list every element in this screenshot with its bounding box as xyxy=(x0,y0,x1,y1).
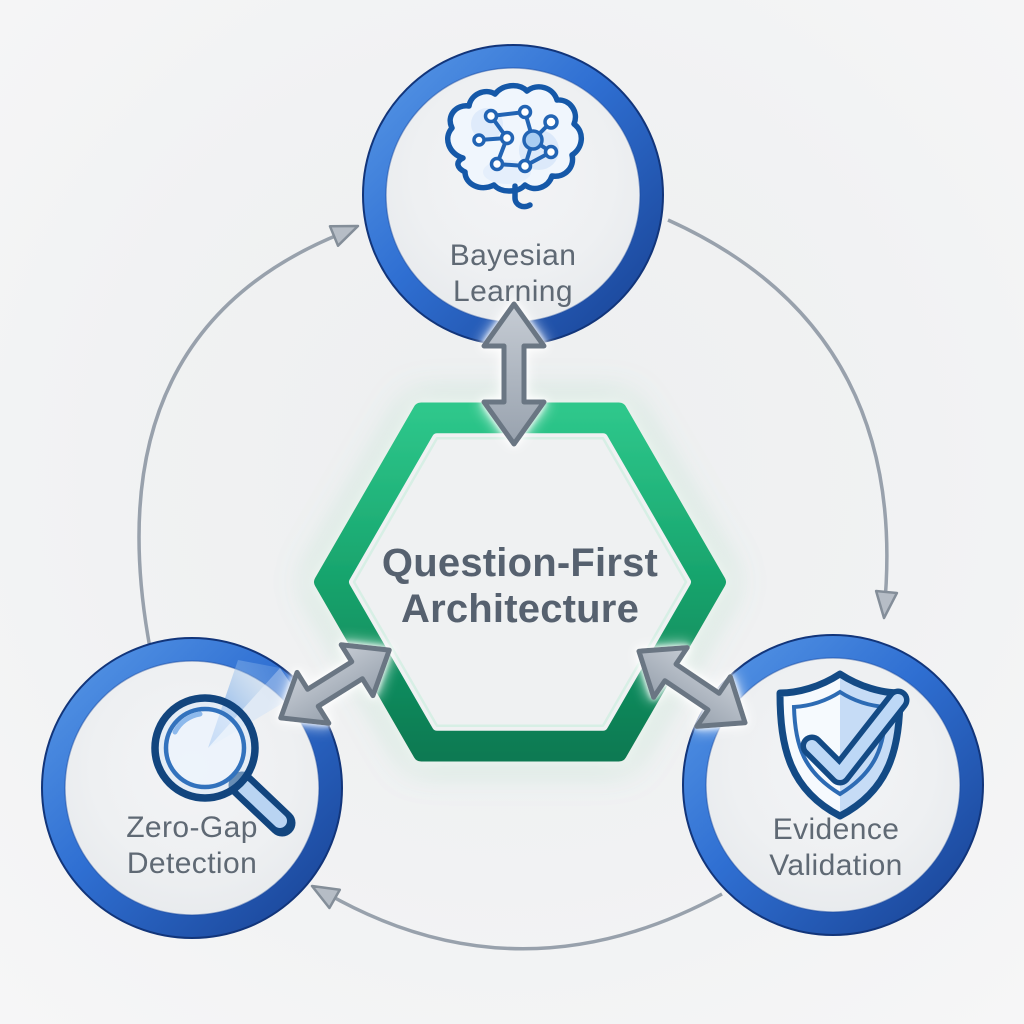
node-label-zero-gap-detection: Zero-Gap Detection xyxy=(126,811,258,880)
check-fill xyxy=(806,694,904,780)
brain-icon xyxy=(445,83,584,210)
arrowhead-to-evidence xyxy=(874,589,899,620)
brain-stem xyxy=(512,183,533,210)
cycle-arcs xyxy=(137,218,889,951)
brain-network-nodes xyxy=(472,104,559,174)
shield-check-icon xyxy=(776,670,910,820)
node-label-bayesian-learning: Bayesian Learning xyxy=(449,239,577,308)
hexagon-shape xyxy=(314,402,726,762)
magnifier-lens-inner xyxy=(163,706,247,790)
arrowhead-to-zerogap xyxy=(310,884,342,910)
arc-evidence-to-zerogap xyxy=(325,891,723,951)
arrow-hexagon-evidence xyxy=(636,645,748,729)
magnifier-handle-fill xyxy=(237,780,287,828)
bidirectional-arrows xyxy=(278,301,748,729)
cycle-arrowheads xyxy=(310,224,899,910)
hexagon-inner-highlight xyxy=(352,436,688,728)
magnifier-icon xyxy=(151,660,298,837)
arrow-hexagon-zerogap xyxy=(278,642,392,726)
arrow-hexagon-bayesian xyxy=(481,301,547,447)
arc-zerogap-to-bayesian xyxy=(137,232,341,649)
hexagon-title: Question-First Architecture xyxy=(381,541,659,631)
ring-inner-zerogap xyxy=(64,660,320,916)
arc-bayesian-to-evidence xyxy=(667,218,889,613)
node-label-evidence-validation: Evidence Validation xyxy=(769,813,903,882)
magnifier-highlight xyxy=(172,711,203,735)
shield-inner-line xyxy=(791,689,889,797)
node-circle-zerogap xyxy=(41,637,343,939)
arrowhead-to-bayesian xyxy=(328,224,360,247)
